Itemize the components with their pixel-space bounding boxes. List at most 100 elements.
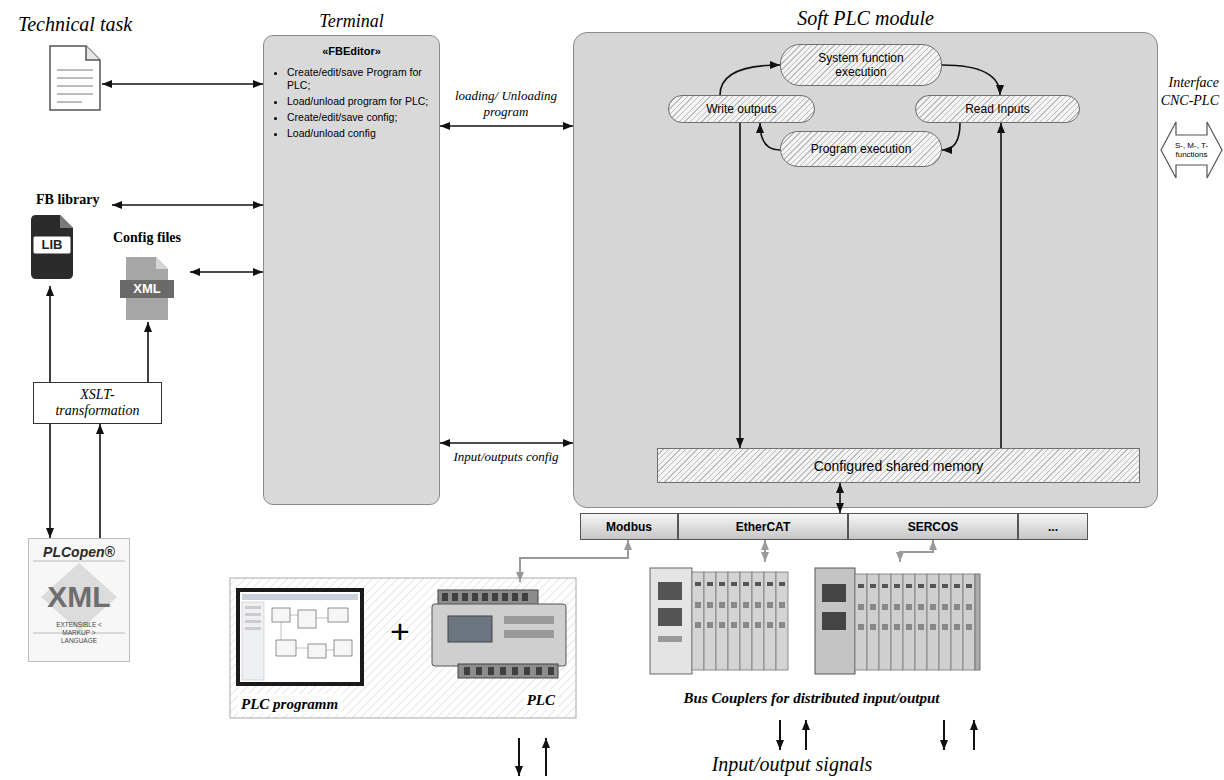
svg-part xyxy=(500,667,506,675)
svg-part xyxy=(764,572,776,670)
svg-part xyxy=(442,593,528,601)
svg-part xyxy=(879,574,891,670)
svg-part xyxy=(707,582,713,586)
svg-part xyxy=(894,584,900,588)
svg-part xyxy=(452,593,458,601)
svg-part xyxy=(779,582,785,586)
svg-part xyxy=(1161,122,1222,178)
bus-cell: EtherCAT xyxy=(678,513,848,540)
svg-part xyxy=(906,604,912,610)
svg-part xyxy=(966,624,972,630)
svg-part xyxy=(767,582,773,586)
svg-part xyxy=(719,582,725,586)
bus-cell: Modbus xyxy=(580,513,678,540)
svg-part xyxy=(242,594,358,600)
svg-part xyxy=(536,667,542,675)
svg-part xyxy=(519,720,974,776)
svg-part xyxy=(512,593,518,601)
box-text: Write outputs xyxy=(706,102,776,116)
svg-part xyxy=(973,720,975,750)
edge-label: Input/outputs config xyxy=(441,449,571,465)
bullet-list: Create/edit/save Program for PLC;Load/un… xyxy=(272,66,431,140)
svg-part xyxy=(442,593,448,601)
svg-part xyxy=(779,720,781,750)
document-icon xyxy=(48,44,102,112)
document-icon-node: Technical task xyxy=(48,44,102,112)
svg-part xyxy=(918,584,924,588)
svg-part xyxy=(245,606,261,609)
plc-device-node: PLC xyxy=(428,582,572,716)
svg-part xyxy=(719,622,725,628)
svg-part xyxy=(230,578,576,718)
svg-part xyxy=(57,69,93,71)
svg-part xyxy=(743,582,749,586)
svg-part xyxy=(731,582,737,586)
svg-part xyxy=(870,584,876,588)
svg-part xyxy=(692,572,704,670)
svg-part xyxy=(472,593,478,601)
svg-part xyxy=(502,593,508,601)
svg-part xyxy=(867,574,879,670)
svg-part xyxy=(272,608,352,658)
edge-label-holder: loading/ Unloading program xyxy=(441,88,571,120)
svg-part xyxy=(650,568,692,674)
logo-mark: XML xyxy=(29,579,129,615)
svg-part xyxy=(276,640,296,656)
svg-part xyxy=(245,627,261,630)
svg-part xyxy=(954,604,960,610)
svg-part xyxy=(882,624,888,630)
double-arrow-node: Interface CNC-PLCS-, M-, T-functions xyxy=(1160,120,1223,180)
svg-part xyxy=(245,620,261,623)
svg-part xyxy=(308,644,326,658)
svg-part xyxy=(870,624,876,630)
svg-part xyxy=(719,602,725,608)
svg-part xyxy=(524,667,530,675)
bus-connector xyxy=(764,540,766,562)
bus-coupler-node: Bus Couplers for distributed input/outpu… xyxy=(640,562,995,716)
box-text: Modbus xyxy=(606,520,652,534)
svg-part xyxy=(755,582,761,586)
edge-label: loading/ Unloading program xyxy=(441,88,571,120)
svg-part xyxy=(815,568,855,674)
svg-part xyxy=(740,572,752,670)
caption-row: PLC xyxy=(428,690,572,710)
bus-cell: ... xyxy=(1018,513,1088,540)
svg-part xyxy=(707,622,713,628)
svg-part xyxy=(281,615,334,650)
svg-part xyxy=(966,604,972,610)
svg-part xyxy=(822,612,846,630)
svg-part xyxy=(942,584,948,588)
free-label: Input/output signals xyxy=(672,752,912,776)
svg-part xyxy=(658,636,682,642)
svg-part xyxy=(492,593,498,601)
connector-arrow xyxy=(99,424,101,538)
svg-part xyxy=(57,85,93,87)
screenshot-node: PLC programm xyxy=(236,588,364,716)
svg-part xyxy=(512,667,518,675)
icon-text: XML xyxy=(104,280,190,298)
svg-part xyxy=(743,602,749,608)
svg-part xyxy=(518,738,520,776)
svg-part xyxy=(488,667,494,675)
heading-label: Config files xyxy=(104,228,190,248)
svg-part xyxy=(482,593,488,601)
svg-part xyxy=(858,624,864,630)
svg-part xyxy=(156,257,168,269)
svg-part xyxy=(776,572,788,670)
svg-part xyxy=(882,604,888,610)
connector-arrow xyxy=(440,125,573,127)
svg-part xyxy=(767,602,773,608)
logo-subtitle: EXTENSIBLE < MARKUP > LANGUAGE xyxy=(48,621,110,645)
device-picture xyxy=(428,582,572,682)
svg-part xyxy=(915,574,927,670)
svg-part xyxy=(927,574,939,670)
svg-part xyxy=(695,602,701,608)
svg-part xyxy=(942,604,948,610)
svg-part xyxy=(963,574,975,670)
cycle-step: System function execution xyxy=(780,44,942,86)
svg-part xyxy=(939,574,951,670)
svg-part xyxy=(906,624,912,630)
svg-part xyxy=(731,622,737,628)
logo-title: PLCopen® xyxy=(29,543,129,561)
